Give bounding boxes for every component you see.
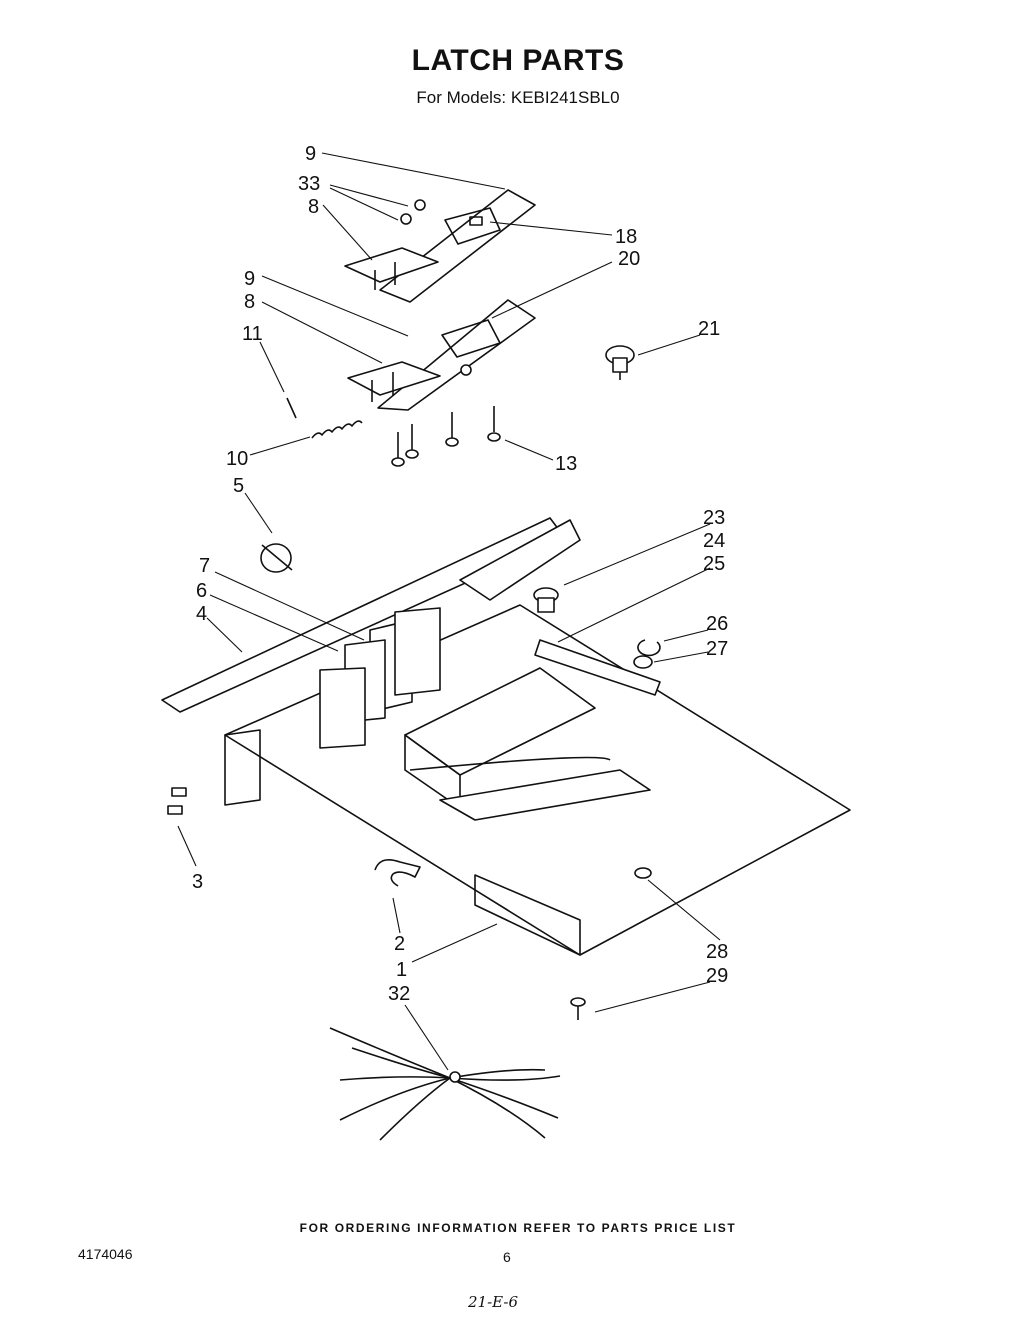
callout-11: 11	[242, 323, 263, 345]
nut-27	[633, 655, 653, 669]
spring-10	[311, 420, 363, 439]
callout-13: 13	[555, 453, 577, 475]
callout-9-upper: 9	[305, 143, 316, 165]
handwritten-mark: 21-E-6	[468, 1293, 518, 1311]
document-number: 4174046	[78, 1246, 133, 1262]
bracket-6	[319, 639, 386, 749]
callout-6: 6	[196, 580, 207, 602]
lower-switch-bracket	[347, 299, 536, 411]
callout-labels: 9 33 8 18 20 9 8 21 11 10 13 5 23 24 25 …	[192, 143, 728, 1005]
callout-10: 10	[226, 448, 248, 470]
latch-mechanism	[404, 667, 651, 821]
callout-23: 23	[703, 507, 725, 529]
leader-lines	[177, 152, 721, 1071]
model-subtitle: For Models: KEBI241SBL0	[416, 88, 620, 107]
callout-8-lower: 8	[244, 291, 255, 313]
screws-13	[391, 406, 501, 467]
callout-9-lower: 9	[244, 268, 255, 290]
callout-24: 24	[703, 530, 725, 552]
callout-7: 7	[199, 555, 210, 577]
callout-29: 29	[706, 965, 728, 987]
e-clip-26	[637, 639, 661, 657]
callout-8-upper: 8	[308, 196, 319, 218]
thermostat-5	[260, 543, 293, 573]
callout-21: 21	[698, 318, 720, 340]
callout-32: 32	[388, 983, 410, 1005]
callout-1: 1	[396, 959, 407, 981]
callout-3: 3	[192, 871, 203, 893]
wire-harness-32	[329, 1027, 561, 1141]
callout-4: 4	[196, 603, 207, 625]
base-plate-1	[224, 604, 851, 956]
callout-33: 33	[298, 173, 320, 195]
ordering-note: FOR ORDERING INFORMATION REFER TO PARTS …	[299, 1221, 737, 1235]
upper-switch-bracket	[344, 189, 536, 303]
pin-11	[286, 397, 297, 419]
screw-29	[570, 997, 586, 1020]
callout-27: 27	[706, 638, 728, 660]
top-bracket-strip	[459, 519, 661, 696]
callout-28: 28	[706, 941, 728, 963]
hook-2	[374, 859, 421, 887]
callout-25: 25	[703, 553, 725, 575]
callout-26: 26	[706, 613, 728, 635]
callout-5: 5	[233, 475, 244, 497]
knob-21	[605, 345, 635, 380]
callout-2: 2	[394, 933, 405, 955]
screws-3	[167, 787, 187, 815]
nut-28	[634, 867, 652, 879]
callout-20: 20	[618, 248, 640, 270]
page-title: LATCH PARTS	[411, 44, 625, 77]
page-number: 6	[503, 1249, 511, 1265]
callout-18: 18	[615, 226, 637, 248]
